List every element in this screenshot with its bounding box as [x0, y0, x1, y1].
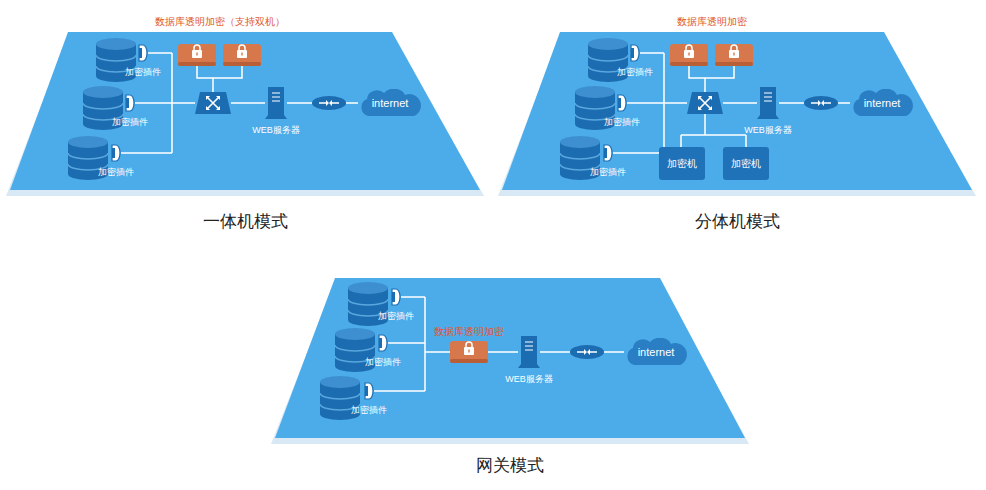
component-label: 加密插件	[604, 116, 640, 128]
component-label: 加密插件	[617, 66, 653, 78]
product-label: 数据库透明加密	[677, 16, 747, 28]
panel-title: 一体机模式	[10, 210, 480, 233]
component-label: 加密插件	[590, 166, 626, 178]
panel-title: 网关模式	[275, 454, 745, 477]
component-label: WEB服务器	[252, 124, 300, 136]
product-label: 数据库透明加密	[434, 326, 504, 338]
internet-cloud: internet	[850, 89, 914, 117]
panel-title: 分体机模式	[502, 210, 972, 233]
component-label: 加密插件	[112, 116, 148, 128]
component-label: WEB服务器	[744, 124, 792, 136]
mode-panel: 一体机模式 internet	[10, 28, 480, 238]
component-label: 加密插件	[378, 310, 414, 322]
internet-cloud: internet	[624, 338, 688, 366]
component-label: 加密插件	[365, 356, 401, 368]
node-label: 加密机	[667, 157, 697, 171]
node-label: internet	[638, 346, 675, 358]
node-label: internet	[864, 97, 901, 109]
internet-cloud: internet	[358, 89, 422, 117]
component-label: WEB服务器	[505, 373, 553, 385]
encryptor-box: 加密机	[659, 147, 705, 180]
component-label: 加密插件	[351, 404, 387, 416]
mode-panel: 分体机模式 internet 加密机 加密机	[502, 28, 972, 238]
component-label: 加密插件	[98, 166, 134, 178]
encryptor-box: 加密机	[723, 147, 769, 180]
node-label: 加密机	[731, 157, 761, 171]
component-label: 加密插件	[125, 66, 161, 78]
node-label: internet	[372, 97, 409, 109]
product-label: 数据库透明加密（支持双机）	[155, 16, 285, 28]
